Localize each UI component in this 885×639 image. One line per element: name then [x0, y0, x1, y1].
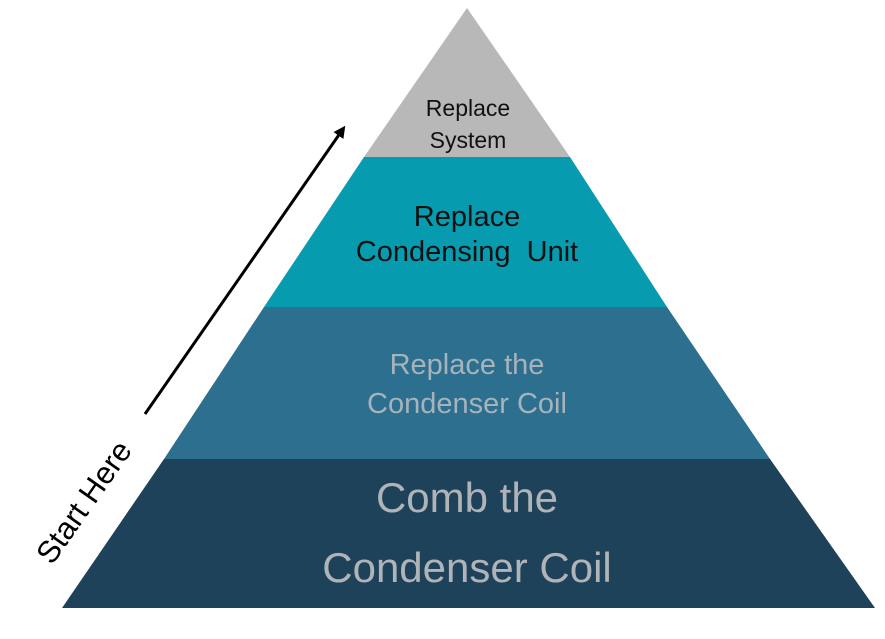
level-2-label-line1: Replace [414, 201, 520, 233]
pyramid-level-2 [264, 157, 667, 307]
level-base-label-line2: Condenser Coil [322, 544, 612, 591]
level-base-label-line1: Comb the [376, 474, 558, 521]
progression-arrow [143, 125, 346, 415]
level-top-label-line1: Replace [426, 95, 510, 121]
pyramid-level-top [364, 8, 570, 157]
level-top-label-line2: System [430, 127, 507, 153]
level-2-label-line2: Condensing Unit [356, 236, 578, 268]
level-3-label-line2: Condenser Coil [367, 388, 567, 420]
pyramid-level-3 [164, 307, 770, 459]
level-3-label-line1: Replace the [390, 349, 545, 381]
pyramid-level-base [62, 459, 875, 608]
